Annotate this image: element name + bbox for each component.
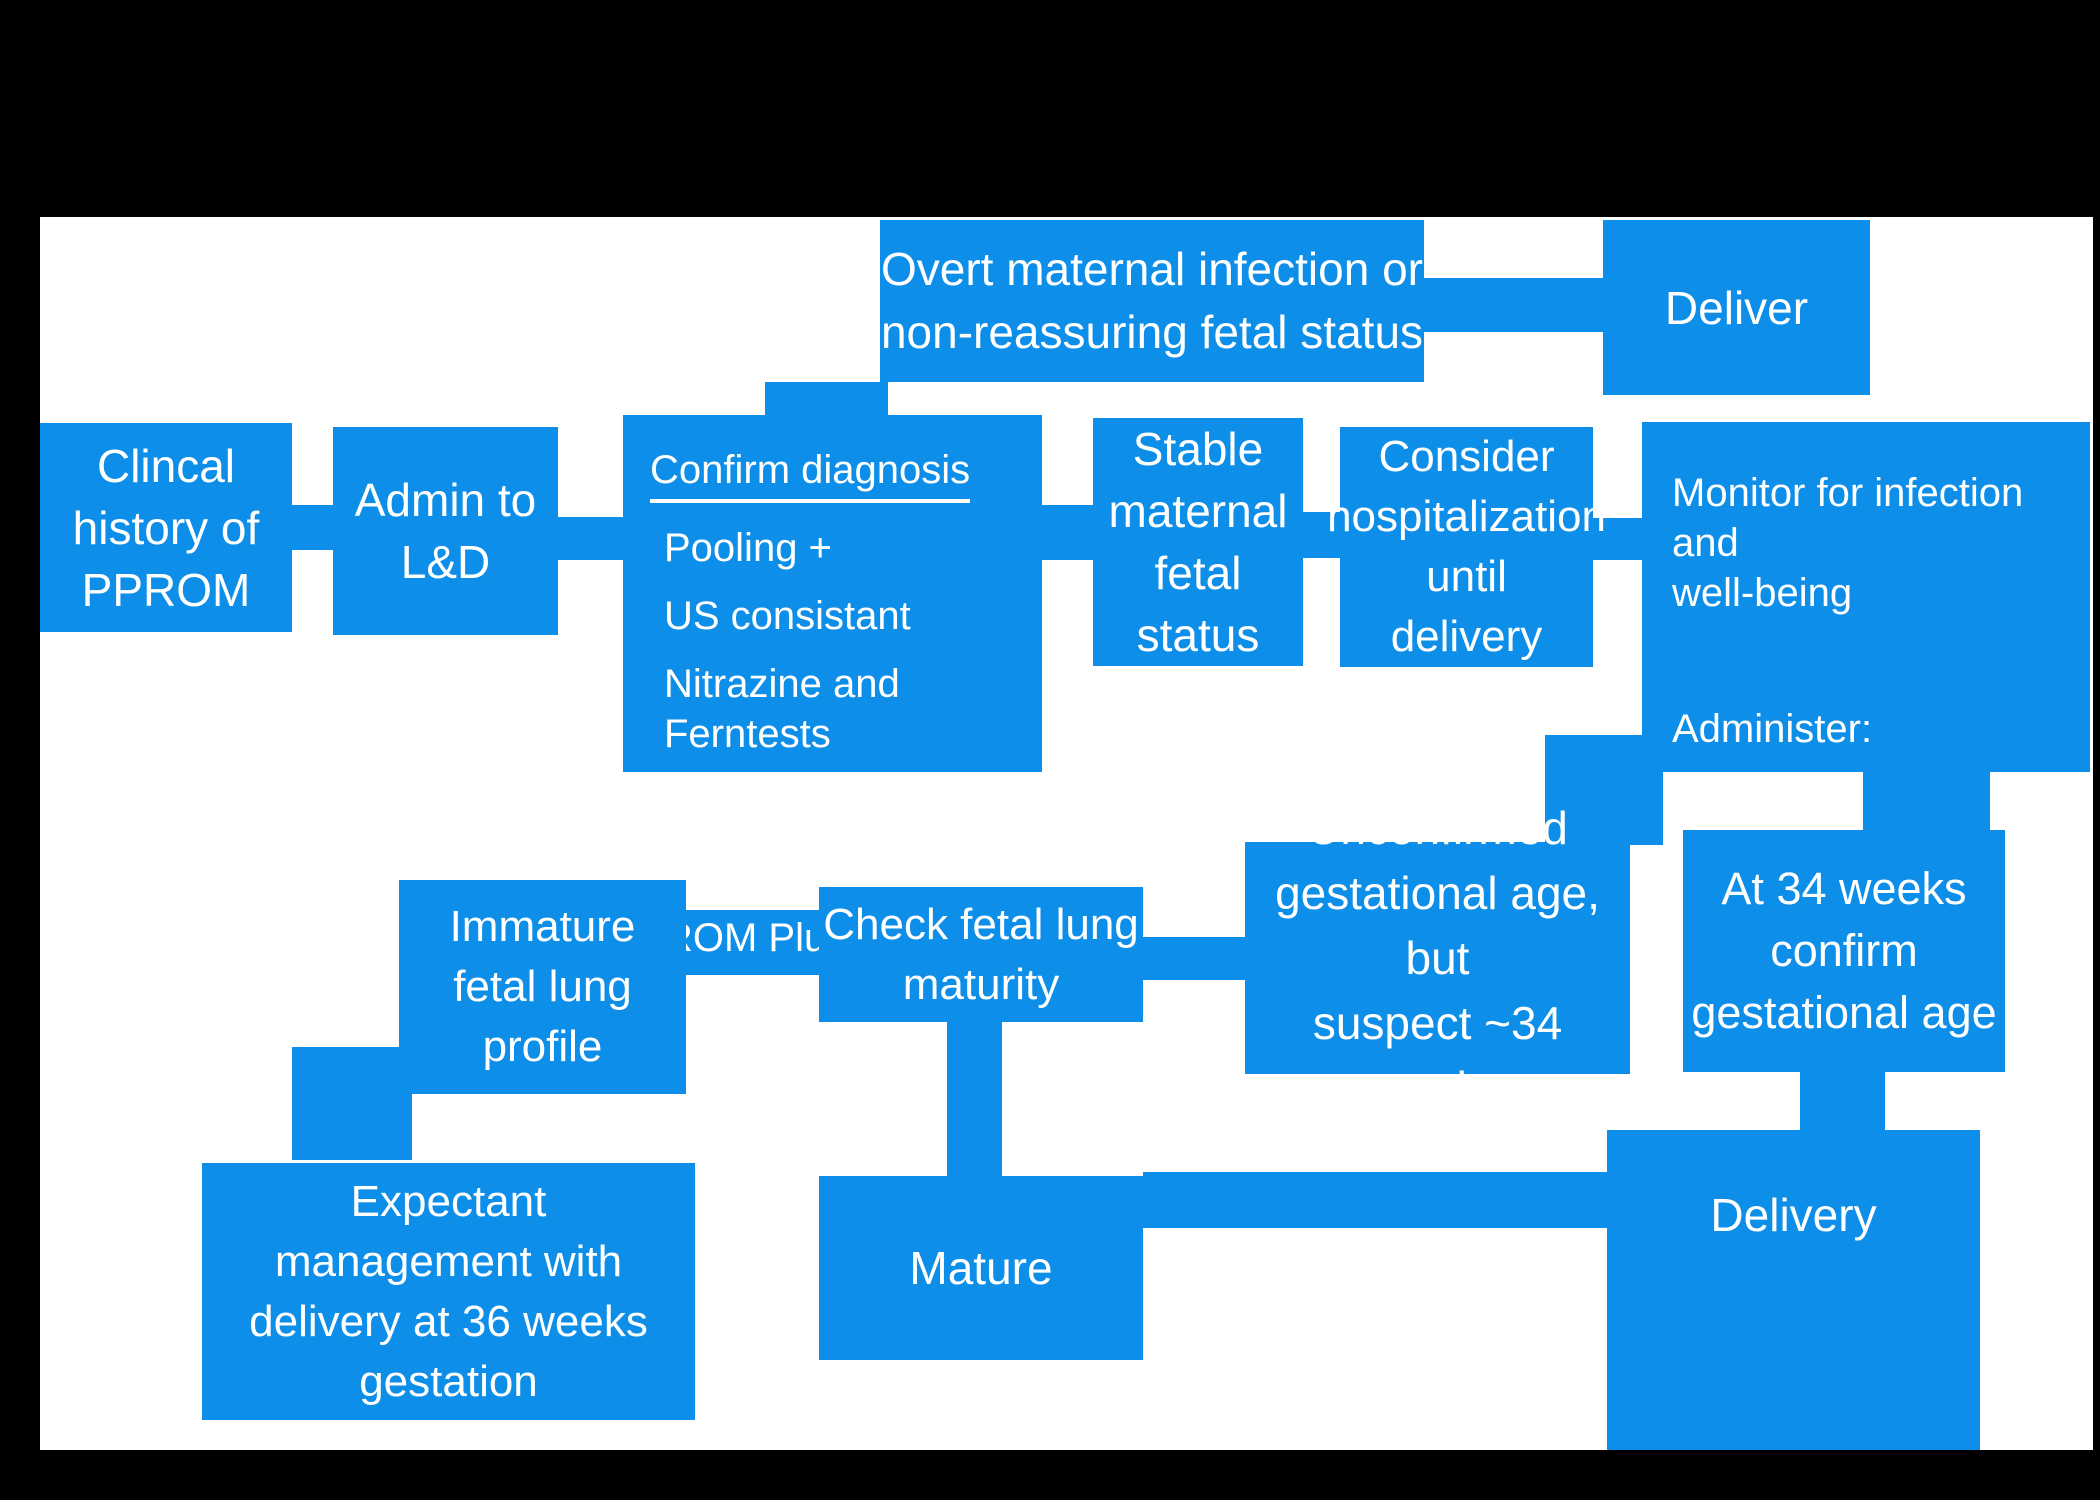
node-label: Expectant management with delivery at 36… [249, 1176, 648, 1406]
confirm-item: Nitrazine and Ferntests [664, 662, 900, 756]
connector-at34-to-delivery [1800, 1072, 1885, 1130]
flowchart-node-unconfirmed-ga: Unconfirmed gestational age, but suspect… [1245, 802, 1630, 1114]
connector-confirm-to-overt [765, 382, 888, 415]
node-label: Clincal history of PPROM [72, 439, 260, 616]
confirm-diagnosis-title: Confirm diagnosis [650, 445, 1042, 505]
node-label: Immature fetal lung profile [449, 902, 636, 1071]
node-label: Admin to L&D [354, 474, 537, 588]
flowchart-node-at-34-weeks: At 34 weeks confirm gestational age [1683, 830, 2005, 1072]
node-label: At 34 weeks confirm gestational age [1691, 863, 1997, 1038]
connector-monitor-to-at34 [1863, 772, 1990, 832]
flowchart-node-stable-status: Stable maternal fetal status [1093, 418, 1303, 666]
connector-stable-to-consider [1303, 512, 1340, 558]
connector-overt-to-deliver [1423, 278, 1603, 332]
node-label: Unconfirmed gestational age, but suspect… [1275, 801, 1600, 1114]
node-label: Delivery [1710, 1189, 1877, 1241]
confirm-item: Pooling + [664, 526, 832, 570]
flowchart-node-deliver: Deliver [1603, 220, 1870, 395]
monitor-line: Monitor for infection and well-being [1672, 471, 2024, 615]
node-label: Check fetal lung maturity [823, 899, 1139, 1009]
connector-mature-to-delivery [1143, 1172, 1607, 1228]
connector-check-to-immature [686, 910, 819, 975]
connector-confirm-to-stable [1042, 505, 1093, 560]
confirm-item: US consistant [664, 594, 911, 638]
node-label: Mature [909, 1242, 1053, 1294]
confirm-item: Amnisure [664, 780, 833, 824]
flowchart-node-clinical-history: Clincal history of PPROM [40, 423, 292, 632]
connector-immature-to-expectant [292, 1047, 412, 1160]
node-label: Deliver [1664, 281, 1809, 334]
node-label: Stable maternal fetal status [1108, 423, 1288, 661]
monitor-admin-heading: Administer: [1672, 707, 1873, 751]
flowchart-node-delivery: Delivery [1607, 1130, 1980, 1450]
flowchart-node-confirm-diagnosis: Confirm diagnosis Pooling + US consistan… [623, 415, 1042, 960]
node-label: Overt maternal infection or non-reassuri… [880, 243, 1424, 358]
flowchart-node-expectant-management: Expectant management with delivery at 36… [202, 1163, 695, 1420]
connector-consider-to-monitor [1593, 518, 1642, 560]
node-label: Consider hospitalization until delivery [1327, 432, 1606, 661]
monitor-blank-line [1672, 636, 2090, 686]
flowchart-node-check-lung-maturity: Check fetal lung maturity [819, 887, 1143, 1022]
flowchart-node-mature: Mature [819, 1176, 1143, 1360]
flowchart-node-monitor: Monitor for infection and well-being Adm… [1642, 422, 2090, 987]
flowchart-node-overt-infection: Overt maternal infection or non-reassuri… [880, 220, 1424, 382]
confirm-item: Actim PROM [664, 848, 896, 892]
flowchart-node-consider-hospitalization: Consider hospitalization until delivery [1327, 427, 1606, 667]
connector-history-to-admit [292, 505, 333, 550]
connector-check-to-mature [947, 1022, 1002, 1176]
flowchart-node-immature-lung: Immature fetal lung profile [399, 880, 686, 1094]
connector-unconfirmed-to-check [1143, 937, 1245, 980]
flowchart-node-admit: Admin to L&D [333, 427, 558, 635]
connector-admit-to-confirm [558, 517, 623, 560]
